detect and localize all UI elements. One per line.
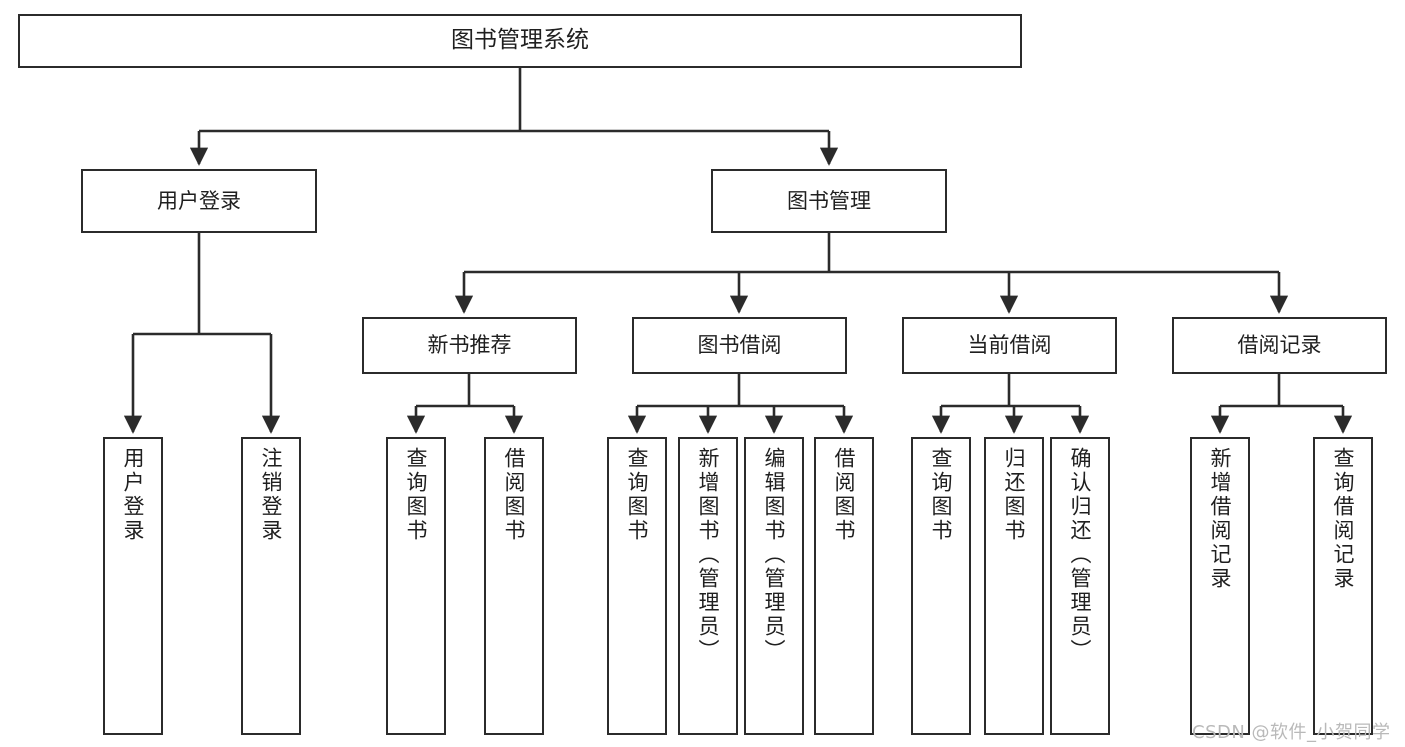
node-leaf-query-book-current[interactable]: 查询图书: [911, 437, 971, 735]
leaf-label: 确认归还（管理员）: [1068, 447, 1093, 663]
node-leaf-user-login[interactable]: 用户登录: [103, 437, 163, 735]
node-leaf-user-logout[interactable]: 注销登录: [241, 437, 301, 735]
csdn-watermark: CSDN @软件_小贺同学: [1192, 722, 1391, 743]
node-current-borrow[interactable]: 当前借阅: [902, 317, 1117, 374]
leaf-label: 注销登录: [259, 447, 284, 543]
leaf-label: 借阅图书: [832, 447, 857, 543]
leaf-label: 借阅图书: [502, 447, 527, 543]
leaf-label: 新增图书（管理员）: [696, 447, 721, 663]
node-leaf-query-book-borrow[interactable]: 查询图书: [607, 437, 667, 735]
node-leaf-query-borrow-record[interactable]: 查询借阅记录: [1313, 437, 1373, 735]
node-leaf-confirm-return-admin[interactable]: 确认归还（管理员）: [1050, 437, 1110, 735]
leaf-label: 新增借阅记录: [1208, 447, 1233, 591]
node-root[interactable]: 图书管理系统: [18, 14, 1022, 68]
node-borrow-record[interactable]: 借阅记录: [1172, 317, 1387, 374]
node-book-manage[interactable]: 图书管理: [711, 169, 947, 233]
leaf-label: 查询图书: [404, 447, 429, 543]
node-book-borrow[interactable]: 图书借阅: [632, 317, 847, 374]
node-leaf-edit-book-admin[interactable]: 编辑图书（管理员）: [744, 437, 804, 735]
node-leaf-return-book[interactable]: 归还图书: [984, 437, 1044, 735]
node-user-login[interactable]: 用户登录: [81, 169, 317, 233]
leaf-label: 编辑图书（管理员）: [762, 447, 787, 663]
node-leaf-add-book-admin[interactable]: 新增图书（管理员）: [678, 437, 738, 735]
leaf-label: 查询图书: [929, 447, 954, 543]
node-leaf-borrow-book[interactable]: 借阅图书: [814, 437, 874, 735]
node-new-book-recommend[interactable]: 新书推荐: [362, 317, 577, 374]
leaf-label: 用户登录: [121, 447, 146, 543]
node-leaf-query-book-recommend[interactable]: 查询图书: [386, 437, 446, 735]
leaf-label: 归还图书: [1002, 447, 1027, 543]
node-leaf-borrow-book-recommend[interactable]: 借阅图书: [484, 437, 544, 735]
leaf-label: 查询借阅记录: [1331, 447, 1356, 591]
node-leaf-add-borrow-record[interactable]: 新增借阅记录: [1190, 437, 1250, 735]
leaf-label: 查询图书: [625, 447, 650, 543]
